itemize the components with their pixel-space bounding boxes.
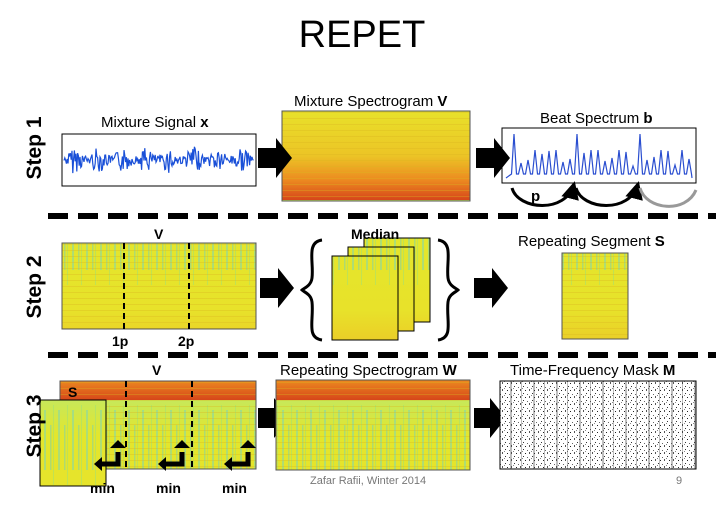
tick-2p: 2p [178,333,195,349]
median-label: Median [351,226,400,242]
mixture-signal-plot [61,133,257,187]
step-separators [48,213,716,358]
page-number: 9 [676,475,683,487]
min-label-1: min [90,480,115,496]
tick-1p: 1p [112,333,129,349]
slide-title: REPET [298,14,426,56]
mixture-spectrogram [281,110,471,202]
mixture-spectrogram-label: Mixture Spectrogram V [294,93,448,110]
period-label: p [531,188,541,205]
time-frequency-mask [499,380,697,470]
beat-spectrum-plot [501,127,698,208]
arrow-spectrogram-to-beat [476,138,510,178]
step3-v-label: V [152,362,162,378]
step2-label: Step 2 [23,255,46,319]
min-label-3: min [222,480,247,496]
tf-mask-label: Time-Frequency Mask M [510,362,676,379]
step3-s-label: S [68,384,78,400]
step3-label: Step 3 [23,394,46,458]
repeating-segment-s [561,252,629,340]
arrow-signal-to-spectrogram [258,138,292,178]
left-brace [299,238,323,342]
stacked-segments [331,237,431,341]
step2-spectrogram-v [61,242,257,330]
step3-segment-s [39,399,107,487]
footer-credit: Zafar Rafii, Winter 2014 [310,475,427,487]
repeating-spectrogram-w [275,379,471,471]
arrow-median-to-segment [474,268,508,308]
beat-spectrum-label: Beat Spectrum b [540,110,653,127]
mixture-signal-label: Mixture Signal x [101,114,209,131]
repeating-spectrogram-label: Repeating Spectrogram W [280,362,457,379]
right-brace [437,238,461,342]
repeating-segment-label: Repeating Segment S [518,233,665,250]
step2-v-label: V [154,226,164,242]
min-label-2: min [156,480,181,496]
min-arrows [94,440,256,471]
arrow-v-to-median [260,268,294,308]
arrow-w-to-mask [474,398,506,438]
step1-label: Step 1 [23,116,46,180]
